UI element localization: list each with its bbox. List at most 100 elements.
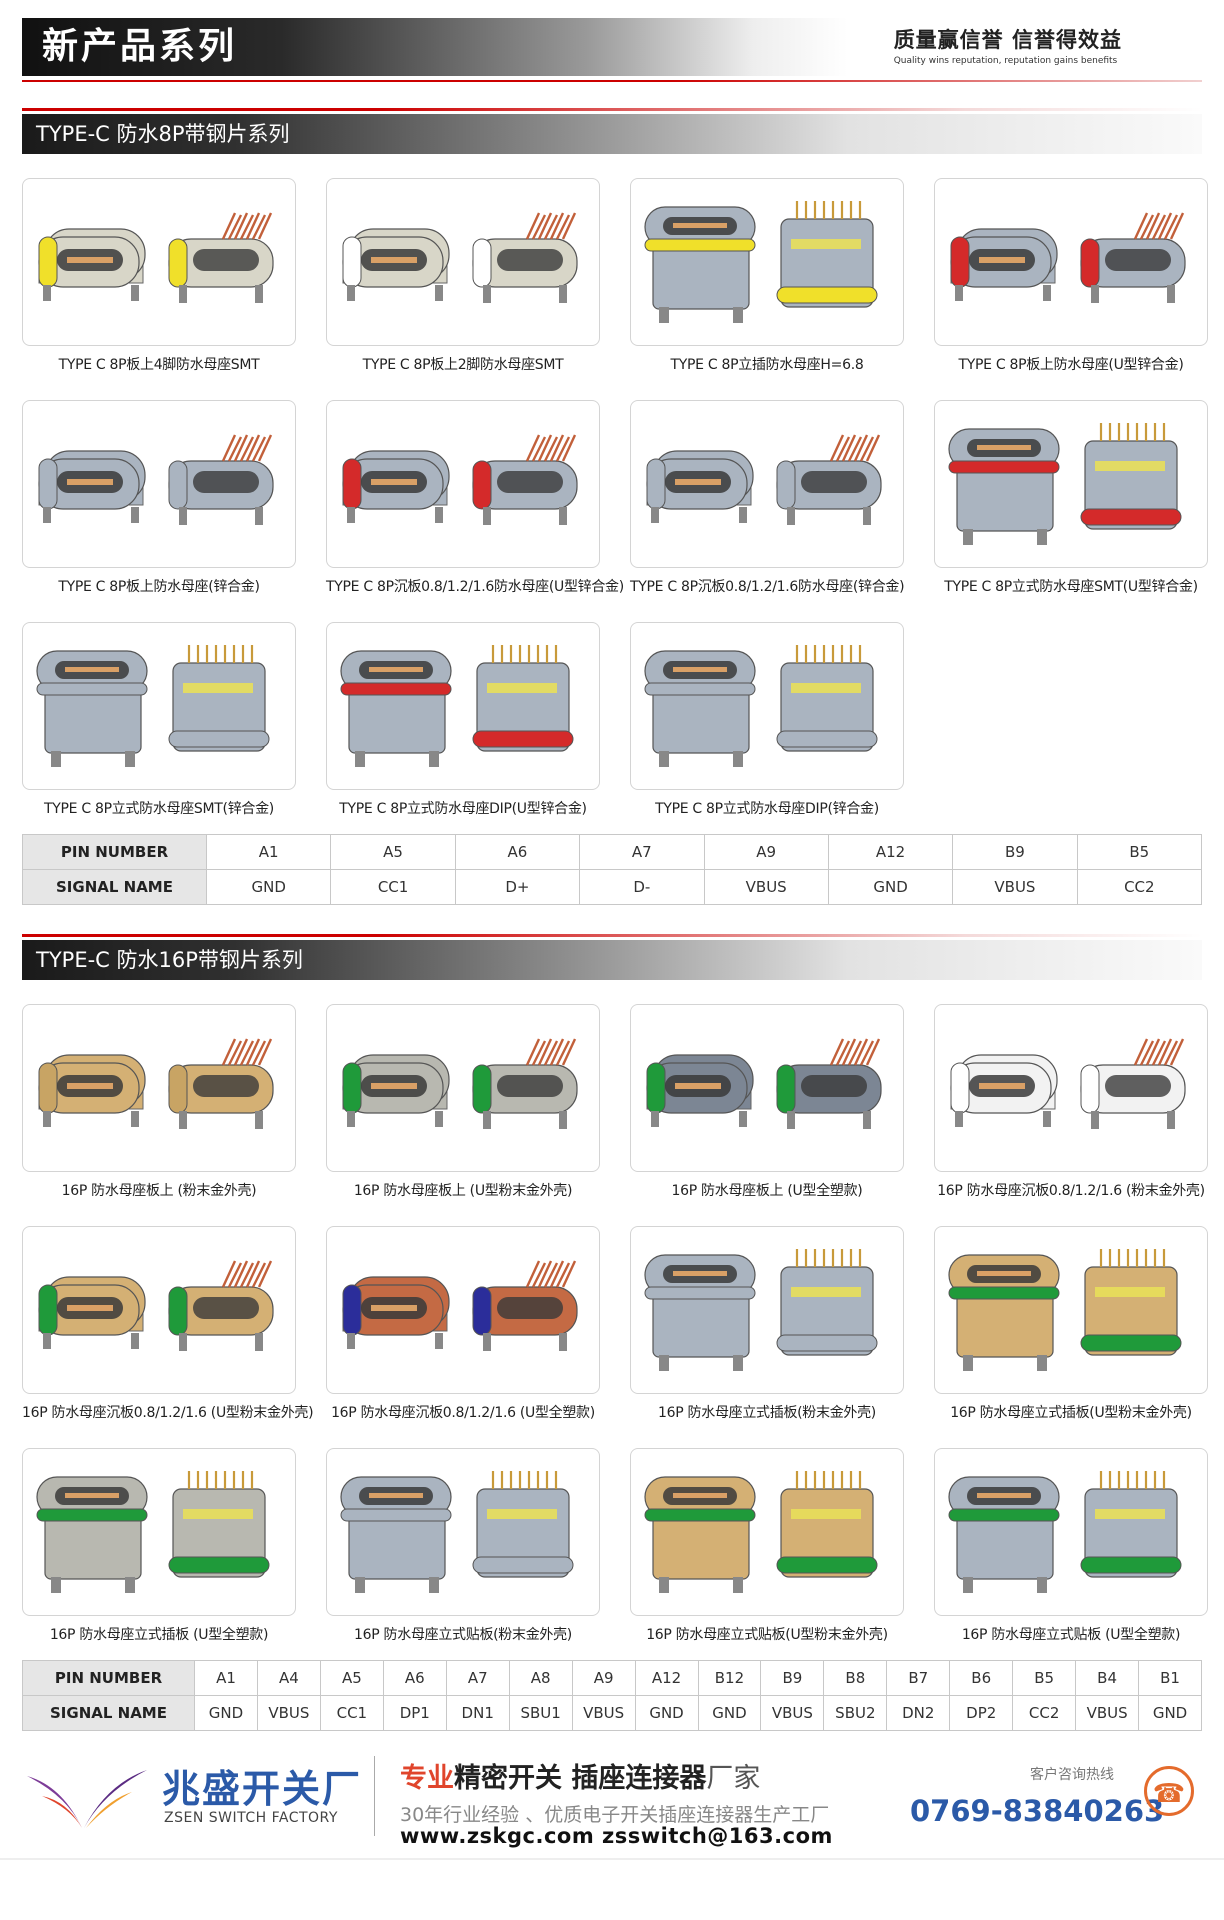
- product-card[interactable]: TYPE C 8P板上2脚防水母座SMT: [326, 178, 600, 374]
- hotline-label: 客户咨询热线: [1030, 1767, 1114, 1783]
- product-label: TYPE C 8P立式防水母座DIP(U型锌合金): [339, 801, 587, 817]
- signal-name-cell: VBUS: [760, 1695, 825, 1731]
- product-card[interactable]: TYPE C 8P板上4脚防水母座SMT: [22, 178, 296, 374]
- signal-name-cell: DP2: [949, 1695, 1014, 1731]
- product-image-frame: [326, 1448, 600, 1616]
- product-label: 16P 防水母座沉板0.8/1.2/1.6 (U型粉末金外壳): [22, 1405, 314, 1421]
- product-image-frame: [326, 1226, 600, 1394]
- contact-info[interactable]: www.zskgc.com zsswitch@163.com: [400, 1824, 833, 1848]
- product-card[interactable]: 16P 防水母座沉板0.8/1.2/1.6 (U型全塑款): [326, 1226, 600, 1422]
- product-card[interactable]: 16P 防水母座沉板0.8/1.2/1.6 (U型粉末金外壳): [22, 1226, 314, 1422]
- product-card[interactable]: 16P 防水母座立式贴板 (U型全塑款): [934, 1448, 1208, 1644]
- product-image-frame: [630, 1004, 904, 1172]
- product-image-frame: [326, 1004, 600, 1172]
- product-card[interactable]: TYPE C 8P立式防水母座DIP(U型锌合金): [326, 622, 600, 818]
- product-image-frame: [934, 178, 1208, 346]
- signal-name-cell: VBUS: [703, 869, 829, 905]
- product-image-frame: [934, 1226, 1208, 1394]
- product-image-frame: [326, 622, 600, 790]
- connector-image: [644, 645, 878, 767]
- pin-number-cell: A1: [205, 834, 332, 870]
- connector-image: [342, 434, 578, 525]
- connector-image: [948, 1471, 1182, 1593]
- product-card[interactable]: TYPE C 8P板上防水母座(锌合金): [22, 400, 296, 596]
- bottom-divider: [0, 1858, 1224, 1860]
- slogan-en: Quality wins reputation, reputation gain…: [893, 56, 1118, 66]
- product-label: TYPE C 8P沉板0.8/1.2/1.6防水母座(U型锌合金): [326, 579, 624, 595]
- product-image-frame: [326, 400, 600, 568]
- phone-number[interactable]: 0769-83840263: [910, 1794, 1165, 1828]
- company-name: 兆盛开关厂: [162, 1767, 363, 1811]
- product-image-frame: [326, 178, 600, 346]
- product-image-frame: [630, 400, 904, 568]
- connector-image: [950, 212, 1186, 303]
- product-label: TYPE C 8P立插防水母座H=6.8: [670, 357, 864, 373]
- product-label: 16P 防水母座板上 (U型全塑款): [671, 1183, 863, 1199]
- pin-number-header: PIN NUMBER: [22, 834, 207, 870]
- connector-image: [38, 1038, 274, 1129]
- product-label: TYPE C 8P立式防水母座SMT(U型锌合金): [944, 579, 1198, 595]
- slogan-cn: 质量赢信誉 信誉得效益: [893, 28, 1122, 52]
- product-label: 16P 防水母座板上 (U型粉末金外壳): [353, 1183, 573, 1199]
- section-16p-header: TYPE-C 防水16P带钢片系列: [22, 934, 1202, 980]
- pin-number-cell: B7: [886, 1660, 951, 1696]
- sub-tagline: 30年行业经验 、优质电子开关插座连接器生产工厂: [400, 1804, 830, 1826]
- pin-number-cell: A9: [703, 834, 829, 870]
- connector-image: [36, 645, 270, 767]
- product-card[interactable]: 16P 防水母座立式插板 (U型全塑款): [22, 1448, 296, 1644]
- connector-image: [342, 1038, 578, 1129]
- product-label: 16P 防水母座沉板0.8/1.2/1.6 (U型全塑款): [331, 1405, 595, 1421]
- product-image-frame: [22, 622, 296, 790]
- product-card[interactable]: 16P 防水母座板上 (U型全塑款): [630, 1004, 904, 1200]
- signal-name-cell: VBUS: [256, 1695, 321, 1731]
- section-8p-header: TYPE-C 防水8P带钢片系列: [22, 108, 1202, 154]
- signal-name-cell: DN1: [445, 1695, 510, 1731]
- pin-number-cell: A6: [382, 1660, 447, 1696]
- product-card[interactable]: 16P 防水母座立式插板(粉末金外壳): [630, 1226, 904, 1422]
- footer: 兆盛开关厂 ZSEN SWITCH FACTORY 专业精密开关 插座连接器厂家…: [22, 1750, 1202, 1850]
- product-card[interactable]: TYPE C 8P立式防水母座SMT(U型锌合金): [934, 400, 1208, 596]
- company-logo: [27, 1770, 147, 1828]
- top-banner: 新产品系列 质量赢信誉 信誉得效益 Quality wins reputatio…: [22, 18, 1202, 76]
- product-card[interactable]: TYPE C 8P板上防水母座(U型锌合金): [934, 178, 1208, 374]
- product-label: 16P 防水母座板上 (粉末金外壳): [61, 1183, 257, 1199]
- product-label: TYPE C 8P板上2脚防水母座SMT: [362, 357, 564, 373]
- product-image-frame: [630, 1448, 904, 1616]
- product-image-frame: [22, 1448, 296, 1616]
- slogan: 质量赢信誉 信誉得效益 Quality wins reputation, rep…: [894, 24, 1122, 66]
- signal-name-cell: SBU1: [508, 1695, 573, 1731]
- product-card[interactable]: TYPE C 8P沉板0.8/1.2/1.6防水母座(锌合金): [630, 400, 905, 596]
- product-card[interactable]: 16P 防水母座立式贴板(粉末金外壳): [326, 1448, 600, 1644]
- product-card[interactable]: TYPE C 8P立式防水母座DIP(锌合金): [630, 622, 904, 818]
- product-card[interactable]: 16P 防水母座立式贴板(U型粉末金外壳): [630, 1448, 904, 1644]
- connector-image: [646, 434, 882, 525]
- pin-number-cell: A8: [508, 1660, 573, 1696]
- product-card[interactable]: TYPE C 8P立插防水母座H=6.8: [630, 178, 904, 374]
- product-label: 16P 防水母座立式贴板 (U型全塑款): [961, 1627, 1181, 1643]
- product-image-frame: [934, 1448, 1208, 1616]
- product-image-frame: [22, 178, 296, 346]
- product-card[interactable]: 16P 防水母座板上 (粉末金外壳): [22, 1004, 296, 1200]
- pin-number-cell: A12: [827, 834, 954, 870]
- signal-name-cell: D+: [454, 869, 581, 905]
- signal-name-cell: GND: [827, 869, 954, 905]
- signal-name-cell: VBUS: [571, 1695, 636, 1731]
- product-card[interactable]: 16P 防水母座板上 (U型粉末金外壳): [326, 1004, 600, 1200]
- tagline: 专业精密开关 插座连接器厂家: [400, 1763, 761, 1794]
- page-title: 新产品系列: [42, 26, 238, 67]
- product-card[interactable]: 16P 防水母座沉板0.8/1.2/1.6 (粉末金外壳): [934, 1004, 1208, 1200]
- pin-number-cell: A6: [454, 834, 581, 870]
- pin-number-cell: B12: [697, 1660, 762, 1696]
- connector-image: [342, 212, 578, 303]
- connector-image: [342, 1260, 578, 1351]
- pin-number-cell: B4: [1075, 1660, 1140, 1696]
- pin-number-cell: A4: [256, 1660, 321, 1696]
- pin-number-cell: B5: [1012, 1660, 1077, 1696]
- product-card[interactable]: 16P 防水母座立式插板(U型粉末金外壳): [934, 1226, 1208, 1422]
- pin-number-cell: B1: [1138, 1660, 1202, 1696]
- product-label: 16P 防水母座立式插板 (U型全塑款): [49, 1627, 269, 1643]
- signal-name-cell: CC1: [319, 1695, 384, 1731]
- product-card[interactable]: TYPE C 8P沉板0.8/1.2/1.6防水母座(U型锌合金): [326, 400, 624, 596]
- product-card[interactable]: TYPE C 8P立式防水母座SMT(锌合金): [22, 622, 296, 818]
